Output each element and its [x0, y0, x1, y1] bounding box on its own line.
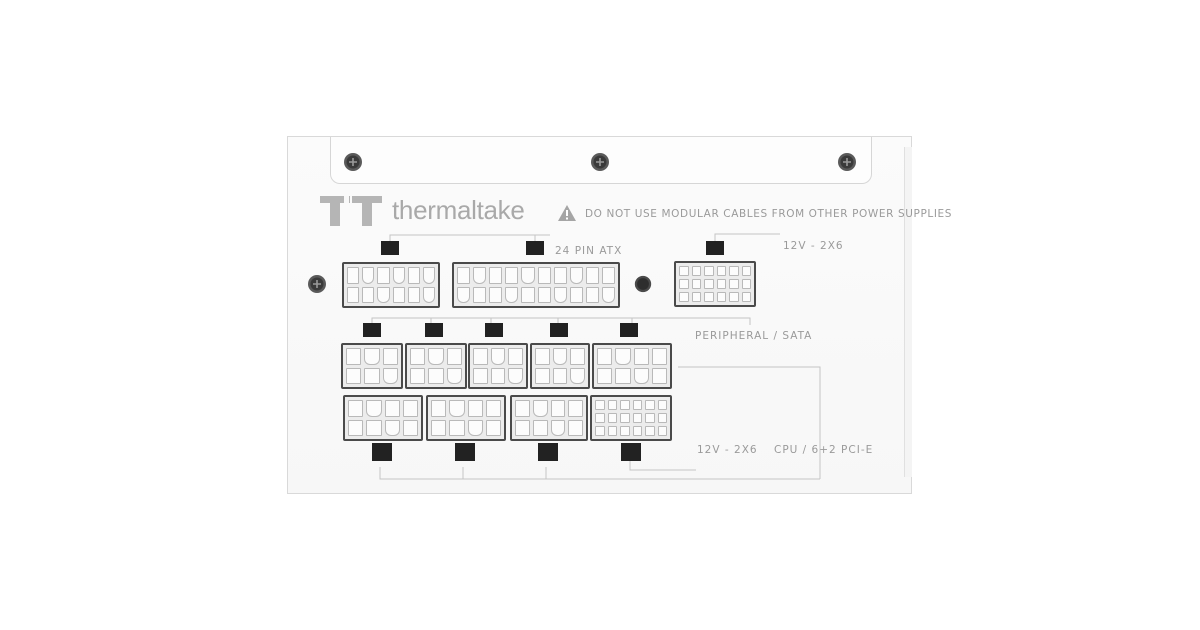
connector-latch — [425, 323, 443, 337]
connector-atx-24pin[interactable] — [452, 262, 620, 308]
connector-atx-12pin[interactable] — [342, 262, 440, 308]
label-cpu-pcie: CPU / 6+2 PCI-E — [774, 444, 874, 456]
connector-cpu-pcie-1[interactable] — [343, 395, 423, 441]
connector-latch — [538, 443, 558, 461]
connector-peripheral-4[interactable] — [530, 343, 590, 389]
connector-latch — [363, 323, 381, 337]
connector-peripheral-2[interactable] — [405, 343, 467, 389]
warning-triangle-icon — [558, 205, 576, 221]
thermaltake-tt-logo-icon — [320, 196, 382, 226]
connector-cpu-pcie-3[interactable] — [510, 395, 588, 441]
connector-latch — [620, 323, 638, 337]
side-edge — [904, 147, 912, 477]
connector-latch — [526, 241, 544, 255]
connector-latch — [455, 443, 475, 461]
label-24pin-atx: 24 PIN ATX — [555, 245, 623, 257]
connector-latch — [550, 323, 568, 337]
label-12v-2x6-bottom: 12V - 2X6 — [697, 444, 758, 456]
connector-latch — [381, 241, 399, 255]
connector-12v-2x6-bottom[interactable] — [590, 395, 672, 441]
cable-guide-lines — [371, 233, 821, 480]
screw-icon — [344, 153, 362, 171]
connector-latch — [372, 443, 392, 461]
psu-modular-panel: thermaltake DO NOT USE MODULAR CABLES FR… — [287, 136, 951, 494]
connector-peripheral-3[interactable] — [468, 343, 528, 389]
screw-icon — [591, 153, 609, 171]
warning-text: DO NOT USE MODULAR CABLES FROM OTHER POW… — [585, 208, 953, 220]
screw-icon — [634, 275, 652, 293]
connector-cpu-pcie-2[interactable] — [426, 395, 506, 441]
connector-latch — [485, 323, 503, 337]
connector-latch — [706, 241, 724, 255]
connector-latch — [621, 443, 641, 461]
screw-icon — [308, 275, 326, 293]
label-peripheral-sata: PERIPHERAL / SATA — [695, 330, 813, 342]
connector-peripheral-1[interactable] — [341, 343, 403, 389]
connector-12v-2x6-top[interactable] — [674, 261, 756, 307]
brand-name: thermaltake — [392, 195, 525, 225]
connector-peripheral-5[interactable] — [592, 343, 672, 389]
label-12v-2x6-top: 12V - 2X6 — [783, 240, 844, 252]
screw-icon — [838, 153, 856, 171]
